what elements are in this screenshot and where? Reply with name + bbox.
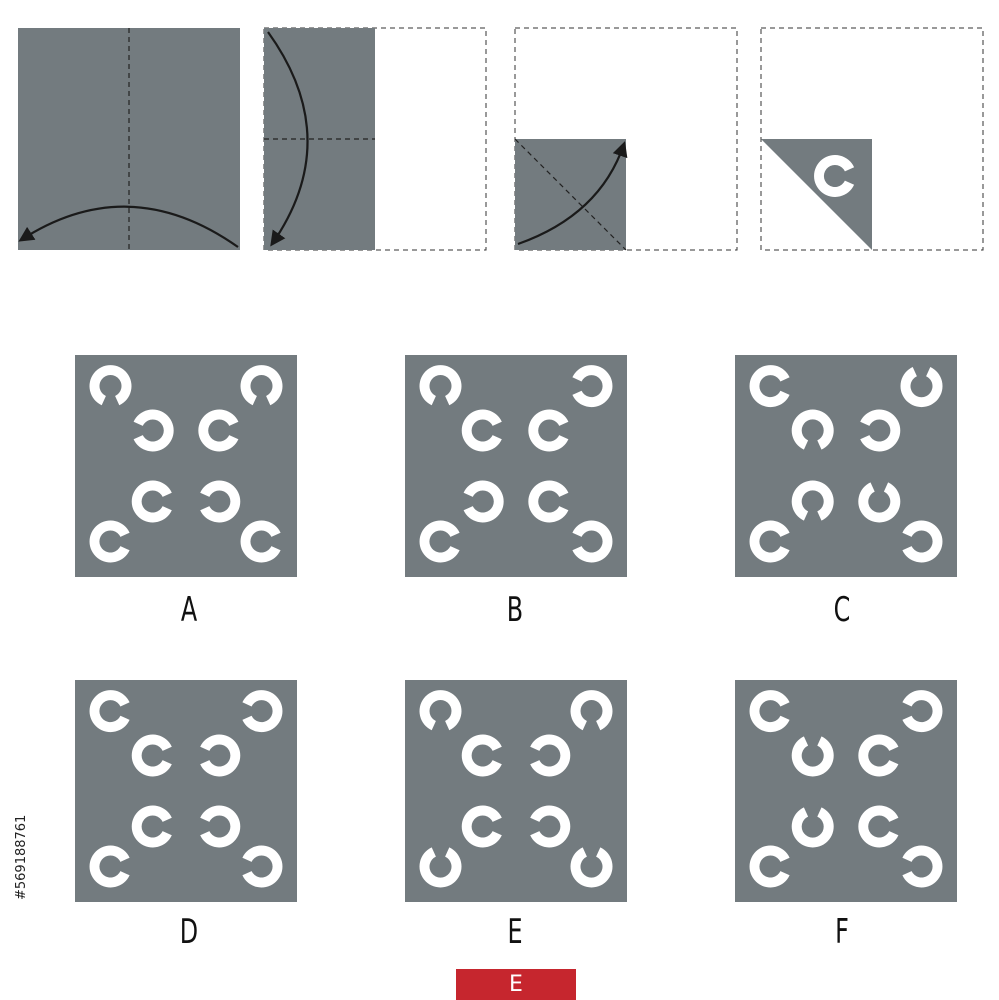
option-panel-d[interactable] [75, 680, 297, 902]
fold-step-2 [263, 27, 487, 251]
hole-icon [131, 480, 172, 523]
fold-step-4 [760, 27, 984, 251]
hole-icon [902, 690, 943, 733]
hole-icon [200, 480, 241, 523]
hole-icon [528, 480, 569, 523]
hole-icon [463, 480, 504, 523]
hole-icon [242, 845, 283, 888]
option-label-b: B [506, 590, 524, 630]
paper-sheet [75, 680, 297, 902]
option-panel-c[interactable] [735, 355, 957, 577]
hole-icon [791, 736, 834, 777]
fold-step-3 [514, 27, 738, 251]
fold-arrow [517, 141, 628, 246]
paper-sheet [761, 139, 872, 250]
hole-icon [89, 690, 130, 733]
paper-sheet [405, 680, 627, 902]
hole-icon [89, 365, 132, 406]
hole-icon [749, 365, 790, 408]
hole-icon [860, 409, 901, 452]
option-label-c: C [833, 590, 851, 630]
hole-icon [572, 365, 613, 408]
hole-icon [791, 480, 834, 521]
paper-sheet [735, 680, 957, 902]
hole-icon [240, 520, 281, 563]
hole-icon [858, 734, 899, 777]
fold-step-1 [18, 28, 240, 250]
hole-icon [89, 845, 130, 888]
option-label-f: F [835, 912, 849, 952]
hole-icon [133, 409, 174, 452]
option-panel-e[interactable] [405, 680, 627, 902]
hole-icon [749, 690, 790, 733]
hole-icon [89, 520, 130, 563]
fold-arrow [267, 31, 309, 247]
option-label-d: D [179, 912, 199, 952]
answer-options [75, 355, 957, 902]
hole-icon [858, 482, 901, 523]
hole-icon [461, 409, 502, 452]
hole-icon [570, 847, 613, 888]
paper-sheet [75, 355, 297, 577]
hole-icon [530, 805, 571, 848]
hole-icon [902, 520, 943, 563]
hole-icon [902, 845, 943, 888]
hole-icon [791, 807, 834, 848]
hole-icon [570, 690, 613, 731]
hole-icon [791, 409, 834, 450]
option-panel-b[interactable] [405, 355, 627, 577]
punched-hole-icon [814, 155, 855, 197]
hole-icon [419, 365, 462, 406]
hole-icon [858, 805, 899, 848]
hole-icon [572, 520, 613, 563]
hole-icon [461, 734, 502, 777]
paper-sheet [735, 355, 957, 577]
hole-icon [419, 520, 460, 563]
hole-icon [419, 847, 462, 888]
hole-icon [419, 690, 462, 731]
option-panel-f[interactable] [735, 680, 957, 902]
hole-icon [131, 805, 172, 848]
hole-icon [200, 805, 241, 848]
hole-icon [900, 367, 943, 408]
fold-arrow [18, 205, 239, 248]
hole-icon [749, 520, 790, 563]
hole-icon [749, 845, 790, 888]
hole-icon [200, 734, 241, 777]
hole-icon [240, 365, 283, 406]
option-label-a: A [180, 590, 198, 630]
option-label-e: E [507, 912, 523, 952]
hole-icon [242, 690, 283, 733]
hole-icon [198, 409, 239, 452]
answer-badge: E [456, 969, 576, 1000]
paper-sheet [405, 355, 627, 577]
hole-icon [131, 734, 172, 777]
hole-icon [461, 805, 502, 848]
option-panel-a[interactable] [75, 355, 297, 577]
stock-id-text: #569188761 [14, 814, 29, 900]
hole-icon [530, 734, 571, 777]
hole-icon [528, 409, 569, 452]
paper-sheet [515, 139, 626, 250]
fold-line [514, 138, 627, 251]
